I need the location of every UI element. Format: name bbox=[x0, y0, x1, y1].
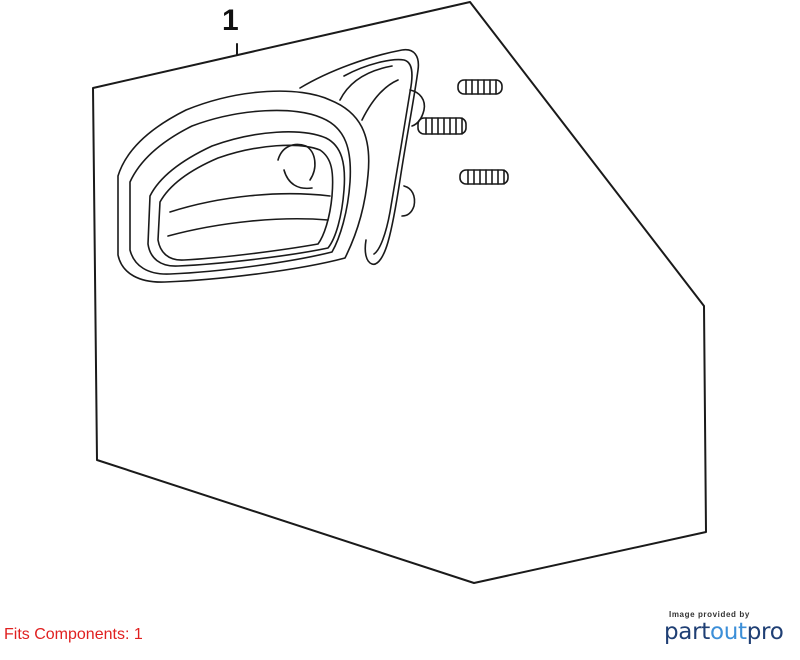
panel-outline bbox=[92, 1, 707, 584]
mirror-assembly-drawing bbox=[117, 48, 426, 283]
fits-components-text: Fits Components: 1 bbox=[4, 626, 143, 643]
stud-bolt-icon bbox=[417, 79, 509, 185]
parts-diagram bbox=[92, 1, 707, 584]
callout-number[interactable]: 1 bbox=[222, 4, 239, 37]
credit-caption: Image provided by bbox=[669, 610, 750, 619]
image-credit: Image provided by partoutpro bbox=[664, 610, 796, 645]
partoutpro-logo: partoutpro bbox=[664, 619, 784, 645]
